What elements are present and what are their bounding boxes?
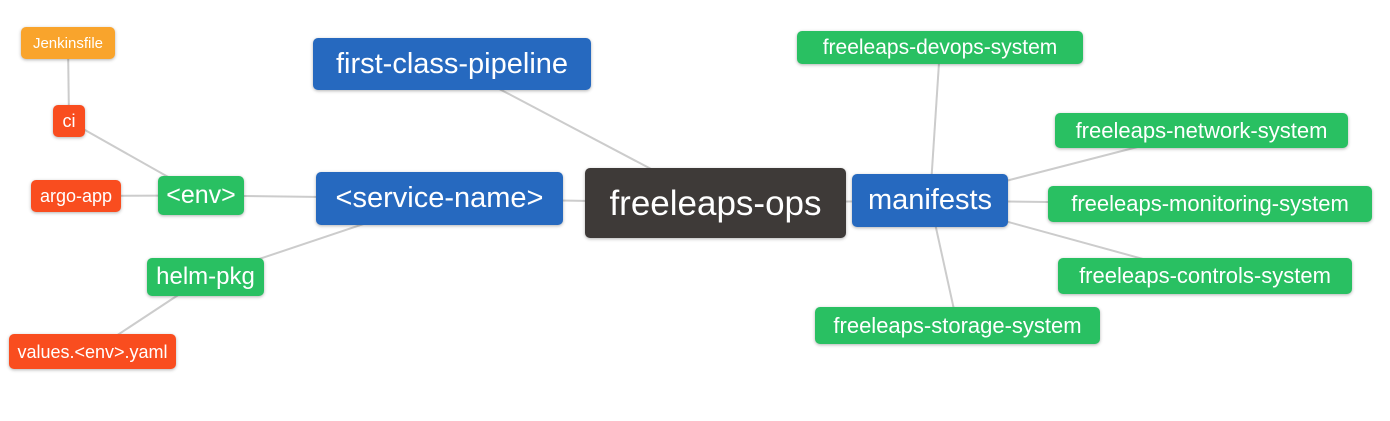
- node-manifests[interactable]: manifests: [852, 174, 1008, 227]
- node-argo-app[interactable]: argo-app: [31, 180, 121, 212]
- node-helm-pkg[interactable]: helm-pkg: [147, 258, 264, 296]
- node-label-network-system: freeleaps-network-system: [1075, 117, 1328, 143]
- node-label-ci: ci: [62, 111, 76, 131]
- node-label-helm-pkg: helm-pkg: [156, 263, 255, 290]
- node-devops-system[interactable]: freeleaps-devops-system: [797, 31, 1083, 64]
- node-ci[interactable]: ci: [53, 105, 85, 137]
- node-label-env: <env>: [166, 181, 236, 209]
- node-jenkinsfile[interactable]: Jenkinsfile: [21, 27, 115, 59]
- node-values-yaml[interactable]: values.<env>.yaml: [9, 334, 176, 369]
- node-label-devops-system: freeleaps-devops-system: [822, 36, 1058, 59]
- node-label-jenkinsfile: Jenkinsfile: [32, 34, 104, 52]
- node-env[interactable]: <env>: [158, 176, 244, 215]
- node-storage-system[interactable]: freeleaps-storage-system: [815, 307, 1100, 344]
- node-label-controls-system: freeleaps-controls-system: [1079, 263, 1331, 288]
- node-controls-system[interactable]: freeleaps-controls-system: [1058, 258, 1352, 294]
- node-label-monitoring-system: freeleaps-monitoring-system: [1071, 191, 1349, 216]
- node-label-values-yaml: values.<env>.yaml: [17, 341, 168, 362]
- node-label-manifests: manifests: [867, 184, 993, 216]
- node-label-storage-system: freeleaps-storage-system: [833, 312, 1082, 338]
- node-label-freeleaps-ops: freeleaps-ops: [609, 183, 822, 223]
- node-service-name[interactable]: <service-name>: [316, 172, 563, 225]
- node-label-first-class-pipeline: first-class-pipeline: [335, 47, 569, 80]
- node-network-system[interactable]: freeleaps-network-system: [1055, 113, 1348, 148]
- node-label-service-name: <service-name>: [335, 182, 544, 214]
- node-monitoring-system[interactable]: freeleaps-monitoring-system: [1048, 186, 1372, 222]
- node-freeleaps-ops[interactable]: freeleaps-ops: [585, 168, 846, 238]
- node-first-class-pipeline[interactable]: first-class-pipeline: [313, 38, 591, 90]
- node-label-argo-app: argo-app: [39, 186, 113, 206]
